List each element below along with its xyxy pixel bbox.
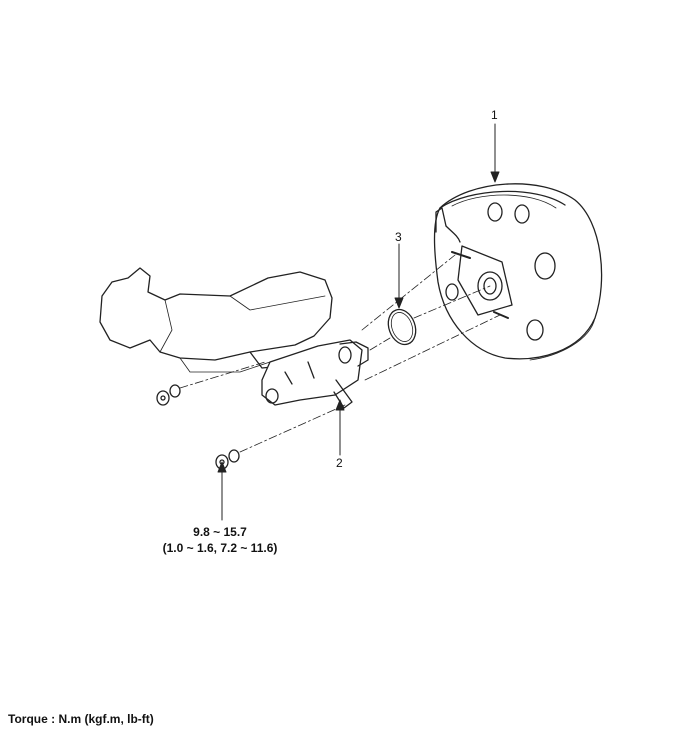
torque-nm-value: 9.8 ~ 15.7 [193, 525, 247, 539]
assembly-axis-lines [179, 254, 501, 453]
callout-master-cylinder: 2 [336, 456, 343, 470]
master-cylinder [99, 267, 369, 409]
torque-units-note: Torque : N.m (kgf.m, lb-ft) [8, 712, 154, 726]
leader-lines [217, 123, 500, 521]
callout-o-ring: 3 [395, 230, 402, 244]
callout-booster: 1 [491, 108, 498, 122]
torque-alt-units-value: (1.0 ~ 1.6, 7.2 ~ 11.6) [162, 541, 278, 555]
lower-nut-washer [215, 449, 240, 470]
upper-nut-washer [156, 384, 181, 406]
o-ring [387, 308, 417, 346]
brake-booster [433, 183, 603, 361]
torque-spec: 9.8 ~ 15.7 (1.0 ~ 1.6, 7.2 ~ 11.6) [140, 524, 300, 556]
